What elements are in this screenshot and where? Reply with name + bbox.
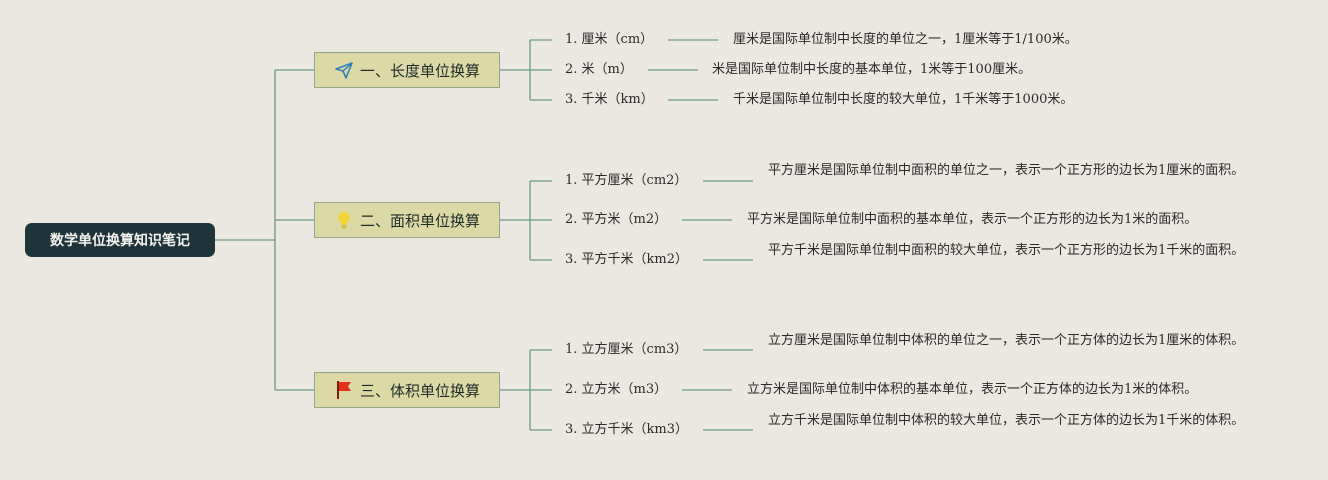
branch-length[interactable]: 一、长度单位换算	[314, 52, 500, 88]
lightbulb-icon	[334, 210, 354, 230]
leaf-desc-cm2: 平方厘米是国际单位制中面积的单位之一，表示一个正方形的边长为1厘米的面积。	[768, 163, 1245, 178]
root-node[interactable]: 数学单位换算知识笔记	[25, 223, 215, 257]
leaf-desc-km3: 立方千米是国际单位制中体积的较大单位，表示一个正方体的边长为1千米的体积。	[768, 413, 1245, 428]
root-label: 数学单位换算知识笔记	[50, 233, 190, 249]
branch-volume[interactable]: 三、体积单位换算	[314, 372, 500, 408]
leaf-item-m3[interactable]: 2. 立方米（m3）	[565, 382, 668, 397]
leaf-desc-m: 米是国际单位制中长度的基本单位，1米等于100厘米。	[712, 62, 1032, 77]
leaf-item-cm2[interactable]: 1. 平方厘米（cm2）	[565, 173, 688, 188]
leaf-item-m[interactable]: 2. 米（m）	[565, 62, 633, 77]
leaf-desc-m3: 立方米是国际单位制中体积的基本单位，表示一个正方体的边长为1米的体积。	[747, 382, 1198, 397]
leaf-item-m2[interactable]: 2. 平方米（m2）	[565, 212, 668, 227]
leaf-item-km[interactable]: 3. 千米（km）	[565, 92, 654, 107]
branch-label: 三、体积单位换算	[359, 381, 480, 400]
branch-label: 一、长度单位换算	[359, 61, 480, 80]
leaf-item-cm3[interactable]: 1. 立方厘米（cm3）	[565, 342, 688, 357]
leaf-item-km3[interactable]: 3. 立方千米（km3）	[565, 422, 689, 437]
leaf-desc-cm3: 立方厘米是国际单位制中体积的单位之一，表示一个正方体的边长为1厘米的体积。	[768, 333, 1245, 348]
leaf-desc-km2: 平方千米是国际单位制中面积的较大单位，表示一个正方形的边长为1千米的面积。	[768, 243, 1245, 258]
leaf-desc-m2: 平方米是国际单位制中面积的基本单位，表示一个正方形的边长为1米的面积。	[747, 212, 1198, 227]
leaf-item-cm[interactable]: 1. 厘米（cm）	[565, 32, 654, 47]
branch-label: 二、面积单位换算	[359, 211, 480, 230]
paper-plane-icon	[334, 60, 354, 80]
leaf-item-km2[interactable]: 3. 平方千米（km2）	[565, 252, 689, 267]
leaf-desc-cm: 厘米是国际单位制中长度的单位之一，1厘米等于1/100米。	[733, 32, 1078, 47]
branch-area[interactable]: 二、面积单位换算	[314, 202, 500, 238]
red-flag-icon	[334, 380, 354, 400]
leaf-desc-km: 千米是国际单位制中长度的较大单位，1千米等于1000米。	[733, 92, 1074, 107]
